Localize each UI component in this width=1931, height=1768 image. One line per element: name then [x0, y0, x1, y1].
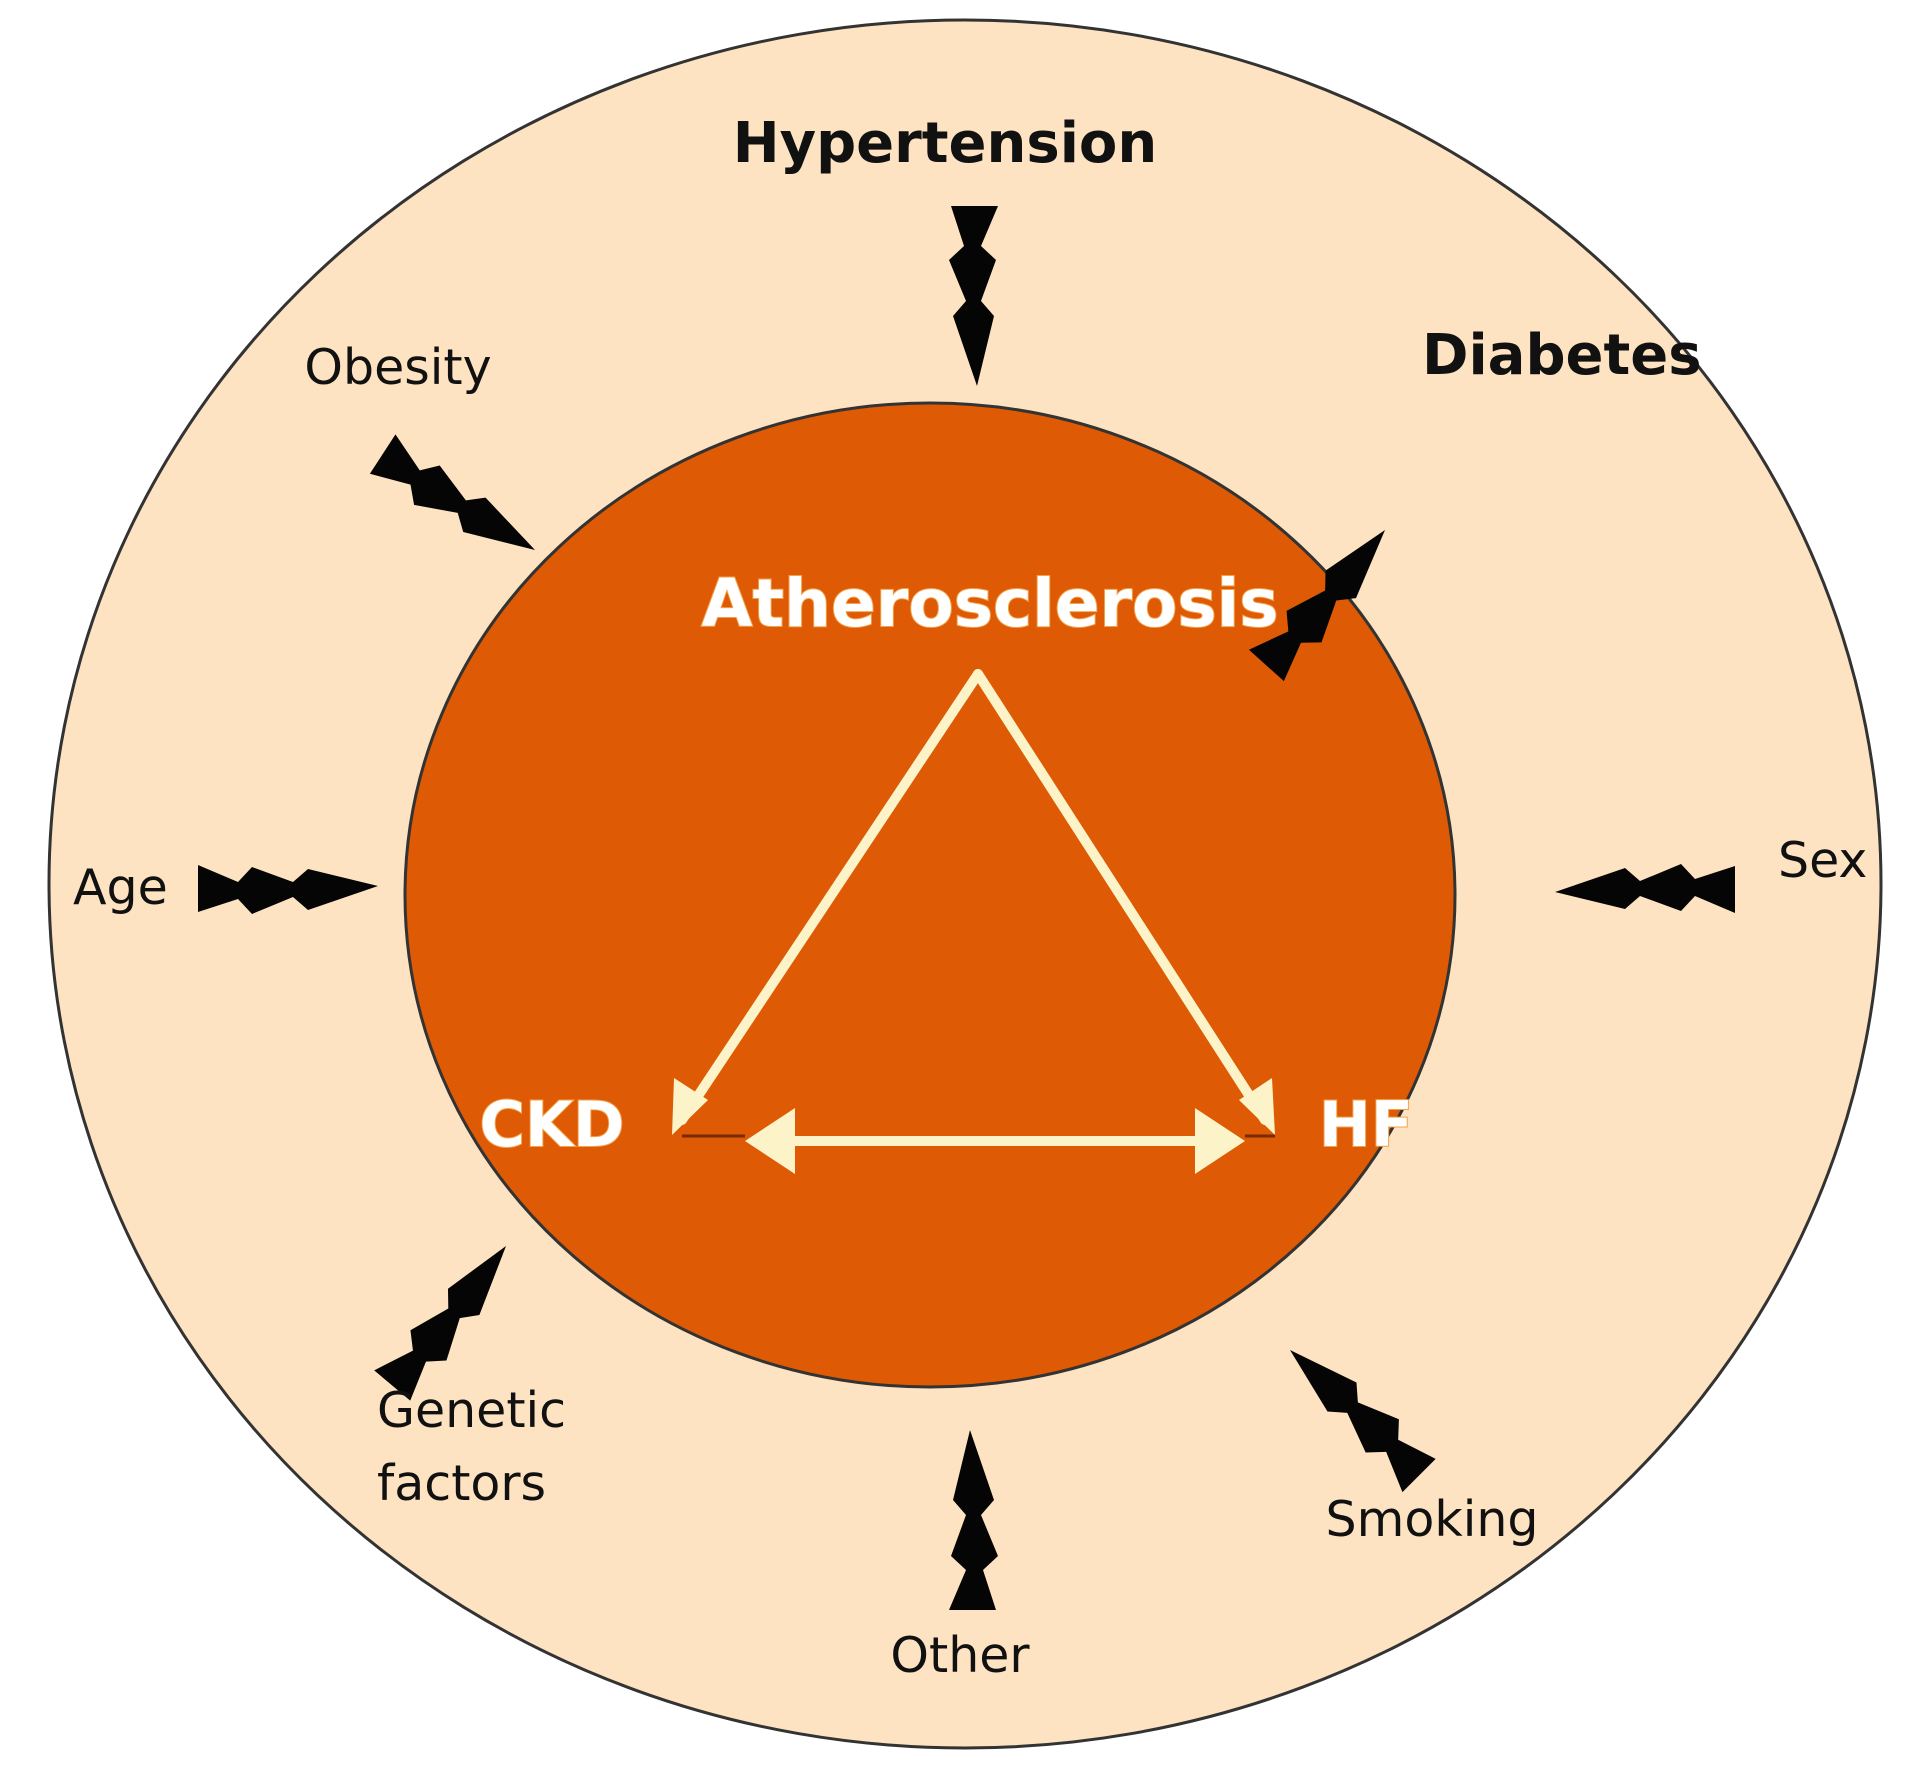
arrow-head-ckd-icon: [672, 1078, 708, 1135]
core-node-ckd: CKD: [479, 1088, 624, 1161]
label-smoking: Smoking: [1326, 1491, 1539, 1548]
label-obesity: Obesity: [304, 339, 491, 396]
label-genetic-line1: Genetic: [377, 1382, 566, 1439]
core-node-hf: HF: [1319, 1088, 1413, 1161]
label-age: Age: [73, 859, 168, 916]
arrow-atherosclerosis-to-hf: [973, 669, 1270, 1125]
label-hypertension: Hypertension: [733, 111, 1158, 176]
inner-circle: [403, 401, 1457, 1389]
relationship-arrows: [672, 669, 1275, 1174]
arrow-head-right-icon: [1195, 1108, 1245, 1174]
label-diabetes: Diabetes: [1422, 323, 1702, 388]
label-sex: Sex: [1778, 832, 1867, 889]
arrow-head-left-icon: [745, 1108, 795, 1174]
label-genetic-line2: factors: [377, 1455, 546, 1512]
arrow-head-hf-icon: [1239, 1078, 1275, 1135]
core-title-atherosclerosis: Atherosclerosis: [701, 565, 1278, 642]
arrow-atherosclerosis-to-ckd: [677, 669, 983, 1125]
label-other: Other: [890, 1627, 1030, 1684]
